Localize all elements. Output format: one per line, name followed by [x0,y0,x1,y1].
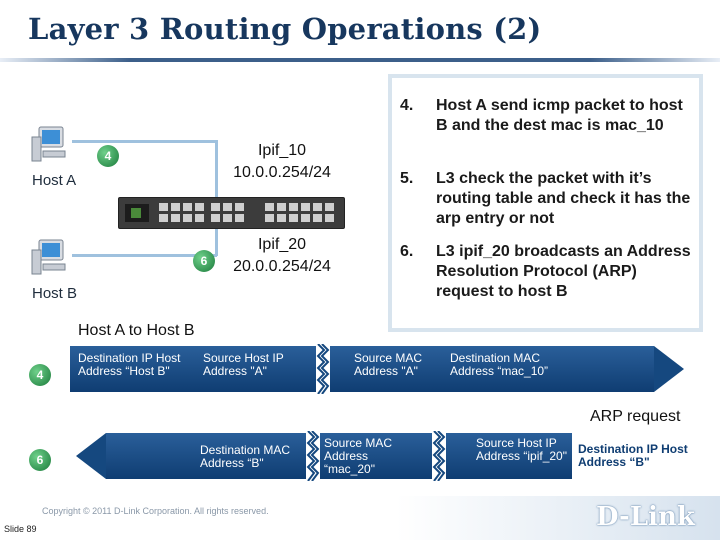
ipif-10-label: Ipif_10 10.0.0.254/24 [222,140,342,184]
step-text: L3 ipif_20 broadcasts an Address Resolut… [436,243,691,300]
ipif-20-address: 20.0.0.254/24 [233,258,331,275]
packet-2-dest-ip: Destination IP Host Address “B" [578,442,688,469]
ipif10-uplink [215,140,218,198]
step-4-badge: 4 [97,145,119,167]
packet-2-frame: Destination MAC Address “B" Source MAC A… [106,433,572,479]
l3-switch [118,197,345,229]
step-number: 4. [400,97,414,114]
step-6-badge: 6 [193,250,215,272]
copyright-notice: Copyright © 2011 D-Link Corporation. All… [42,506,269,516]
step-text: Host A send icmp packet to host B and th… [436,97,683,134]
slide-number: Slide 89 [4,524,37,534]
packet-1-badge: 4 [29,364,51,386]
ipif-20-label: Ipif_20 20.0.0.254/24 [222,234,342,278]
dlink-logo: D-Link [596,502,695,532]
ipif-10-address: 10.0.0.254/24 [233,164,331,181]
host-b-link [72,254,217,257]
packet-1-dest-mac: Destination MAC Address “mac_10” [450,351,549,378]
packet-2-caption: ARP request [590,408,681,425]
ipif-20-name: Ipif_20 [257,236,307,253]
step-text: L3 check the packet with it’s routing ta… [436,170,691,227]
packet-1-src-ip: Source Host IP Address "A" [203,351,284,378]
footer-background [0,496,720,540]
ipif-10-name: Ipif_10 [257,142,307,159]
packet-2-break-icon-1 [306,431,320,481]
packet-1-caption: Host A to Host B [78,322,195,339]
packet-2-src-ip: Source Host IP Address “ipif_20" [476,436,567,463]
packet-1-break-icon [316,344,330,394]
host-a-label: Host A [32,172,77,189]
packet-1-src-mac: Source MAC Address "A" [354,351,423,378]
steps-panel: 4. Host A send icmp packet to host B and… [388,74,703,332]
switch-ports-icon [125,203,334,222]
packet-2-dest-mac: Destination MAC Address “B" [200,443,291,470]
packet-1-arrow-head [654,346,684,392]
title-underline [0,58,720,62]
host-b-computer-icon [31,239,66,275]
packet-2-break-icon-2 [432,431,446,481]
packet-1-dest-ip: Destination IP Host Address “Host B" [78,351,181,378]
slide-title: Layer 3 Routing Operations (2) [28,12,542,46]
packet-2-arrow-head [76,433,106,479]
step-number: 5. [400,170,414,187]
packet-2-src-mac: Source MAC Address “mac_20" [324,436,393,476]
host-b-label: Host B [32,285,78,302]
host-a-link [72,140,217,143]
ipif20-uplink [215,226,218,256]
packet-1-frame: Destination IP Host Address “Host B" Sou… [70,346,654,392]
step-number: 6. [400,243,414,260]
packet-2-badge: 6 [29,449,51,471]
host-a-computer-icon [31,126,66,162]
